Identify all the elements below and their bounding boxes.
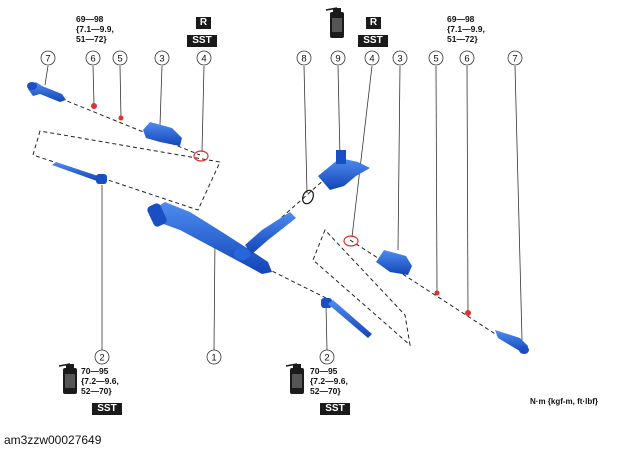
grease-can-icon [58, 363, 77, 394]
right-assembly-boundary [312, 229, 411, 347]
callout-8: 8 [301, 54, 306, 65]
boot-clamp-right [343, 235, 359, 247]
callout-5-left: 5 [117, 54, 122, 65]
torque-spec-outer-left: 69—98 {7.1—9.9, 51—72} [76, 14, 114, 44]
replace-badge-right: R [366, 17, 381, 29]
left-assembly-boundary [32, 130, 221, 211]
pinion-dust-boot [318, 150, 370, 190]
callout-7-left: 7 [45, 54, 50, 65]
boot-left [143, 122, 182, 146]
figure-code: am3zzw00027649 [4, 433, 102, 447]
callout-2-right: 2 [324, 353, 329, 364]
callout-5-right: 5 [433, 54, 438, 65]
callout-4-right: 4 [369, 54, 374, 65]
torque-spec-outer-right: 69—98 {7.1—9.9, 51—72} [447, 14, 485, 44]
callout-6-left: 6 [90, 54, 95, 65]
tie-rod-end-right [495, 330, 529, 354]
grease-can-icon [325, 7, 344, 38]
replace-badge-left: R [196, 17, 211, 29]
callout-3-right: 3 [397, 54, 402, 65]
sst-badge-left: SST [187, 35, 217, 47]
torque-units-label: N·m {kgf-m, ft·lbf} [530, 397, 598, 406]
torque-spec-inner-left: 70—95 {7.2—9.6, 52—70} [81, 366, 119, 396]
callout-6-right: 6 [464, 54, 469, 65]
tie-rod-end-left [27, 82, 66, 102]
inner-tie-rod-right [321, 298, 372, 338]
inner-tie-rod-left [52, 162, 107, 184]
callout-3-left: 3 [159, 54, 164, 65]
sst-badge-bottom-left: SST [92, 403, 122, 415]
lock-nut-left [91, 103, 97, 109]
washer-right [434, 290, 440, 296]
lock-nut-right [465, 310, 471, 316]
boot-clamp-left [193, 150, 209, 162]
washer-left [118, 115, 124, 121]
sst-badge-right: SST [358, 35, 388, 47]
o-ring [301, 189, 315, 205]
callout-2-left: 2 [99, 353, 104, 364]
callout-7-right: 7 [512, 54, 517, 65]
torque-spec-inner-right: 70—95 {7.2—9.6, 52—70} [310, 366, 348, 396]
boot-right [376, 250, 412, 275]
sst-badge-bottom-right: SST [320, 403, 350, 415]
steering-gear-housing [147, 202, 296, 274]
callout-4-left: 4 [201, 54, 206, 65]
grease-can-icon [285, 363, 304, 394]
callout-9: 9 [335, 54, 340, 65]
callout-1: 1 [211, 353, 216, 364]
